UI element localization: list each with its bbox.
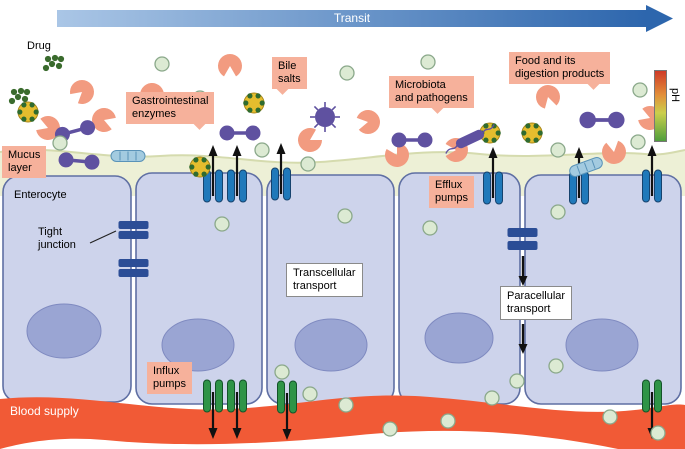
microbiota-label: Microbiota and pathogens xyxy=(389,76,474,108)
tight-junction-bars xyxy=(118,221,538,277)
digestion-product-icon xyxy=(550,204,566,220)
drug-particles-icon xyxy=(42,54,65,72)
bacterium-icon xyxy=(309,101,341,133)
enzyme-icon xyxy=(293,124,326,157)
digestion-product-icon xyxy=(254,142,270,158)
digestion-product-icon xyxy=(509,373,525,389)
drug-label: Drug xyxy=(27,40,51,52)
enzyme-icon xyxy=(218,54,242,77)
digestion-product-icon xyxy=(420,54,436,70)
digestion-product-icon xyxy=(632,82,648,98)
digestion-product-icon xyxy=(214,216,230,232)
transcellular-transport-label: Transcellular transport xyxy=(286,263,363,297)
enzyme-icon xyxy=(355,108,382,136)
bile-salt-micelle-icon xyxy=(520,122,544,144)
digestion-product-icon xyxy=(602,409,618,425)
influx-pumps-label: Influx pumps xyxy=(147,362,193,394)
molecule-dimer-icon xyxy=(217,123,263,143)
digestion-product-icon xyxy=(440,413,456,429)
enterocyte-cell xyxy=(524,174,682,405)
transit-arrow xyxy=(57,5,673,32)
digestion-product-icon xyxy=(484,390,500,406)
transit-label: Transit xyxy=(333,11,371,25)
tight-junction-label: Tight junction xyxy=(38,226,76,251)
gastrointestinal-enzymes-label: Gastrointestinal enzymes xyxy=(126,92,215,124)
digestion-product-icon xyxy=(274,364,290,380)
nucleus xyxy=(26,303,102,359)
enterocyte-cell xyxy=(2,175,132,403)
digestion-product-icon xyxy=(650,425,666,441)
efflux-pumps-label: Efflux pumps xyxy=(429,176,475,208)
digestion-product-icon xyxy=(382,421,398,437)
digestion-product-icon xyxy=(422,220,438,236)
digestion-product-icon xyxy=(302,386,318,402)
paracellular-transport-label: Paracellular transport xyxy=(500,286,573,320)
bile-salt-micelle-icon xyxy=(188,156,212,178)
molecule-dimer-icon xyxy=(577,109,627,131)
digestion-product-icon xyxy=(300,156,316,172)
blood-vessel-band xyxy=(0,395,685,449)
nucleus xyxy=(161,318,235,372)
nucleus xyxy=(294,318,368,372)
digestion-product-icon xyxy=(337,208,353,224)
ph-scale xyxy=(654,70,667,142)
ph-label: pH xyxy=(669,88,681,103)
enzyme-icon xyxy=(66,75,99,108)
bacterium-rod-icon xyxy=(110,150,146,162)
digestion-product-icon xyxy=(154,56,170,72)
food-digestion-label: Food and its digestion products xyxy=(509,52,611,84)
digestion-product-icon xyxy=(52,135,68,151)
digestion-product-icon xyxy=(550,142,566,158)
nucleus xyxy=(424,312,494,364)
nucleus xyxy=(565,318,639,372)
mucus-layer-label: Mucus layer xyxy=(2,146,47,178)
enterocyte-label: Enterocyte xyxy=(14,189,67,201)
digestion-product-icon xyxy=(630,134,646,150)
molecule-dimer-icon xyxy=(389,130,435,150)
paracellular-arrows xyxy=(518,256,528,354)
bile-salts-label: Bile salts xyxy=(272,57,307,89)
efflux-pump-icon xyxy=(270,141,292,202)
digestion-product-icon xyxy=(548,358,564,374)
tight-junction-connector xyxy=(89,230,117,244)
bile-salt-micelle-icon xyxy=(242,92,266,114)
bile-salt-micelle-icon xyxy=(16,101,40,123)
digestion-product-icon xyxy=(338,397,354,413)
enzyme-icon xyxy=(533,82,563,111)
efflux-pump-icon xyxy=(226,143,248,204)
digestion-product-icon xyxy=(339,65,355,81)
blood-supply-label: Blood supply xyxy=(10,404,79,418)
